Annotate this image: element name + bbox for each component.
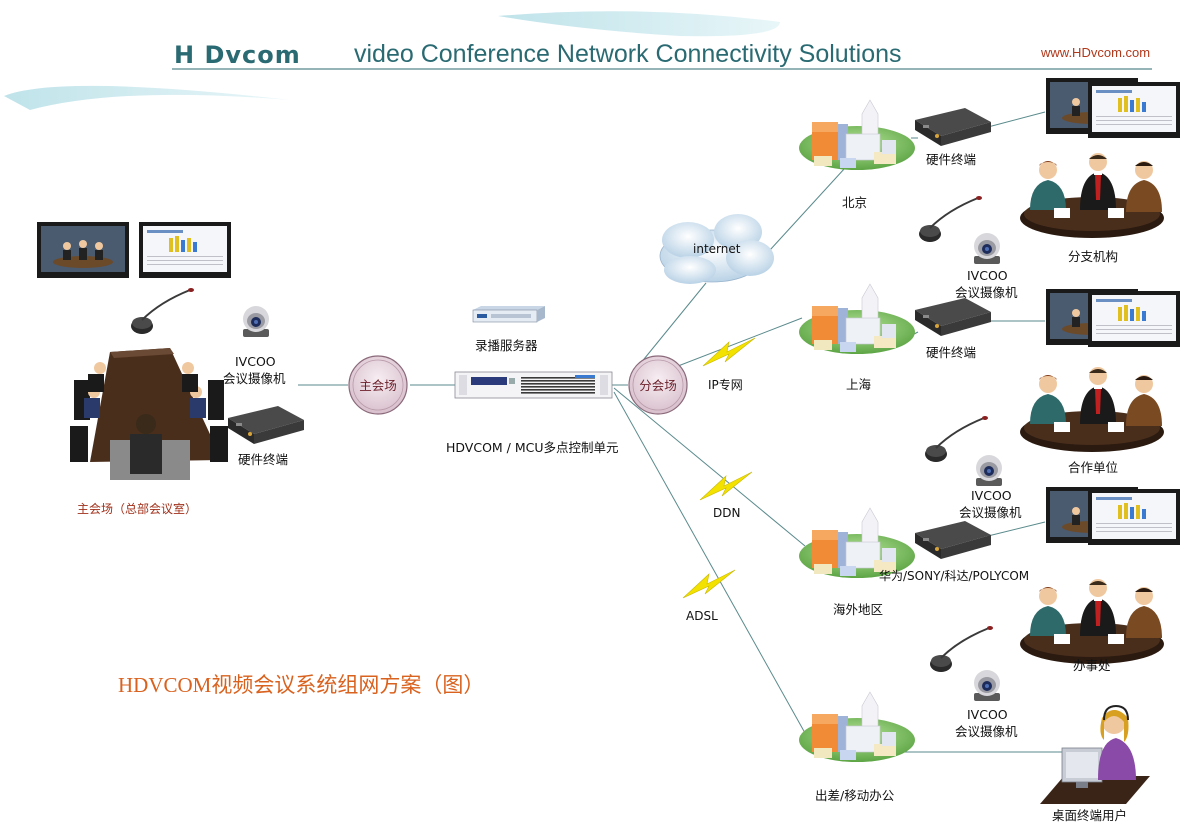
remote-camera-c-label-2: 会议摄像机 [955,724,1018,739]
overseas-terminal-icon [915,521,991,559]
partner-meeting-group [1020,367,1164,452]
internet-cloud-icon [659,214,774,284]
mcu-device-icon [454,371,613,399]
header-swoosh-right [498,11,780,37]
recorder-label: 录播服务器 [475,338,538,353]
hq-microphone-icon [130,287,195,335]
beijing-label: 北京 [842,195,867,210]
desktop-user-icon [1040,704,1150,804]
beijing-microphone-icon [918,195,983,243]
remote-camera-b-label-1: IVCOO [971,488,1012,503]
remote-camera-b-label-2: 会议摄像机 [959,505,1022,520]
remote-camera-c-label-1: IVCOO [967,707,1008,722]
branch-meeting-group [1020,153,1164,238]
mobile-office-label: 出差/移动办公 [815,788,895,803]
ip-lightning-icon [702,337,756,367]
brands-label: 华为/SONY/科达/POLYCOM [879,569,1029,583]
hq-camera-icon [243,306,269,337]
office-meeting-group [1020,579,1164,664]
main-hall-label: 主会场 [359,378,397,393]
shanghai-data-screen [1088,291,1180,347]
shanghai-microphone-icon [924,415,989,463]
shanghai-terminal-icon [915,298,991,336]
desktop-user-label: 桌面终端用户 [1052,808,1127,823]
branch-hall-node[interactable] [628,355,688,415]
website-link[interactable]: www.HDvcom.com [1040,45,1150,60]
mcu-label: HDVCOM / MCU多点控制单元 [446,440,619,455]
remote-camera-a-label-2: 会议摄像机 [955,285,1018,300]
hq-camera-label-1: IVCOO [235,354,276,369]
remote-camera-icon-b [976,455,1002,486]
shanghai-label: 上海 [846,377,872,392]
header-swoosh-left [4,85,290,110]
partner-label: 合作单位 [1068,460,1118,475]
ddn-label: DDN [713,506,740,520]
hq-camera-label-2: 会议摄像机 [223,371,286,386]
overseas-label: 海外地区 [833,602,883,617]
adsl-label: ADSL [686,609,718,623]
overseas-city-icon [798,507,916,579]
hq-data-screen [139,222,231,278]
branch-office-label: 分支机构 [1068,249,1118,264]
remote-camera-icon-c [974,670,1000,701]
diagram-caption: HDVCOM视频会议系统组网方案（图） [118,673,484,697]
beijing-city-icon [798,99,916,171]
hq-video-screen [37,222,129,278]
main-hall-node[interactable] [348,355,408,415]
internet-label: internet [693,242,741,256]
hq-terminal-label: 硬件终端 [238,452,288,467]
brand-logo: H Dvcom [174,41,301,69]
remote-camera-icon-a [974,233,1000,264]
overseas-microphone-icon [929,625,994,673]
branch-hall-label: 分会场 [639,378,677,393]
beijing-terminal-icon [915,108,991,146]
hq-caption: 主会场（总部会议室） [77,501,197,516]
shanghai-city-icon [798,283,916,355]
hq-meeting-room [70,348,228,480]
beijing-terminal-label: 硬件终端 [926,152,976,167]
overseas-data-screen [1088,489,1180,545]
recording-server-icon [472,306,545,323]
connection-lines [298,111,1062,753]
remote-camera-a-label-1: IVCOO [967,268,1008,283]
liaison-office-label: 办事处 [1073,658,1111,673]
shanghai-terminal-label: 硬件终端 [926,345,976,360]
mobile-city-icon [798,691,916,763]
hq-terminal-icon [228,406,304,444]
page-title: video Conference Network Connectivity So… [354,40,902,68]
beijing-data-screen [1088,82,1180,138]
ip-network-label: IP专网 [708,377,743,392]
